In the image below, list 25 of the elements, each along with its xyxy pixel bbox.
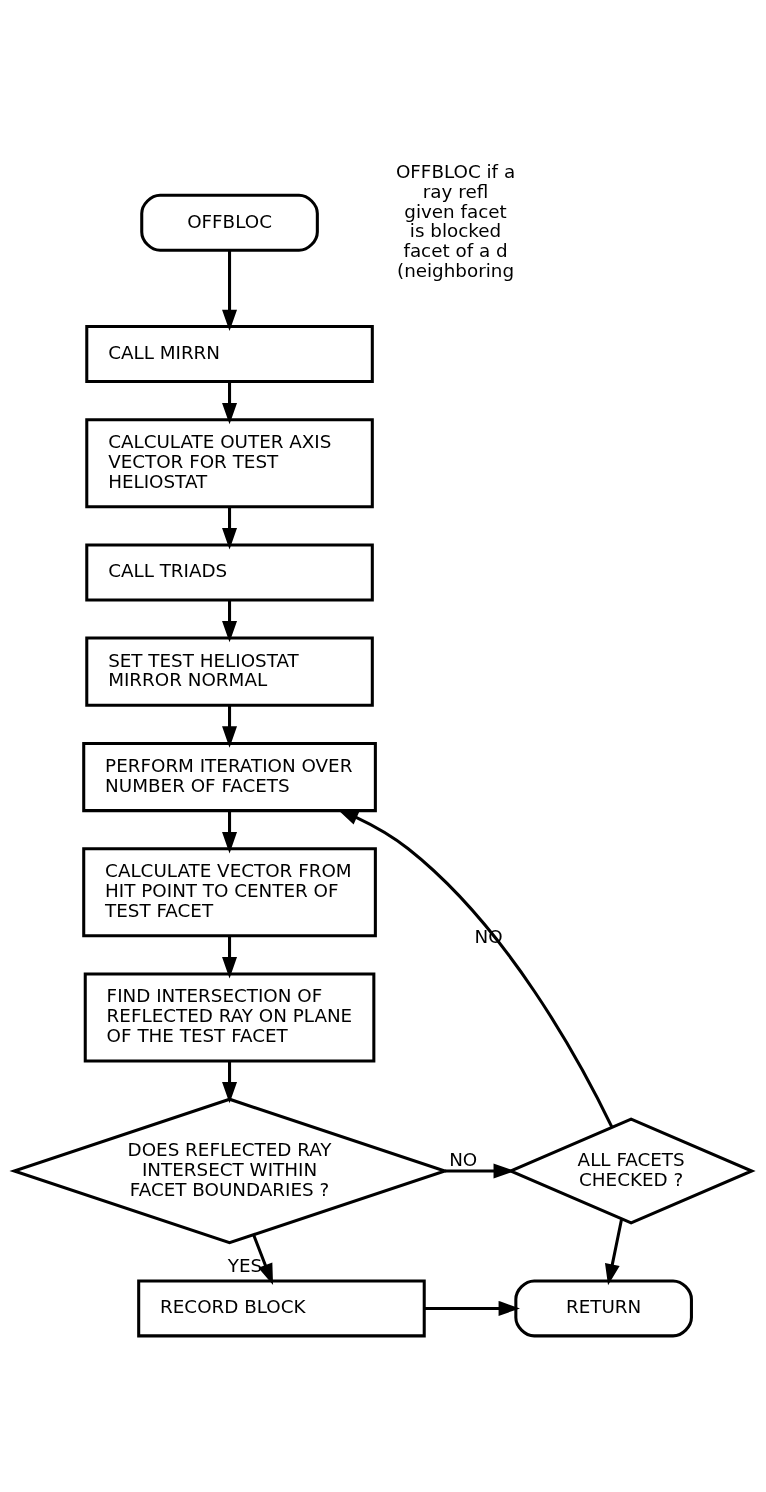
node-box: CALL TRIADS: [85, 542, 374, 601]
arrow: [222, 599, 238, 642]
arrow: [222, 935, 238, 978]
arrow: [222, 1060, 238, 1103]
arrow: [252, 1233, 274, 1285]
edge-label: NO: [449, 1148, 478, 1170]
label: OFFBLOC if a ray refl given facet is blocked facet of a d (neighboring: [395, 160, 516, 281]
arrow: [444, 1163, 515, 1178]
node-box: OFFBLOC: [140, 193, 319, 252]
node-box: CALCULATE OUTER AXIS VECTOR FOR TEST HELIOSTAT: [85, 417, 374, 508]
node-box: CALCULATE VECTOR FROM HIT POINT TO CENTER OF TEST FACET: [82, 846, 377, 937]
arrow: [222, 810, 238, 853]
node-box: CALL MIRRN: [85, 324, 374, 383]
edge-label: YES: [227, 1254, 263, 1276]
arrow: [222, 250, 238, 331]
node-box: RECORD BLOCK: [137, 1278, 426, 1337]
arrow: [605, 1218, 623, 1285]
node-box: RETURN: [514, 1278, 693, 1337]
arrow: [222, 506, 238, 549]
arrow: [222, 381, 238, 424]
node-box: SET TEST HELIOSTAT MIRROR NORMAL: [85, 636, 374, 707]
arrow: [424, 1300, 520, 1316]
node-box: PERFORM ITERATION OVER NUMBER OF FACETS: [82, 741, 377, 812]
node-box: FIND INTERSECTION OF REFLECTED RAY ON PLANE OF THE TEST FACET: [83, 972, 376, 1063]
arrow: [222, 705, 238, 748]
